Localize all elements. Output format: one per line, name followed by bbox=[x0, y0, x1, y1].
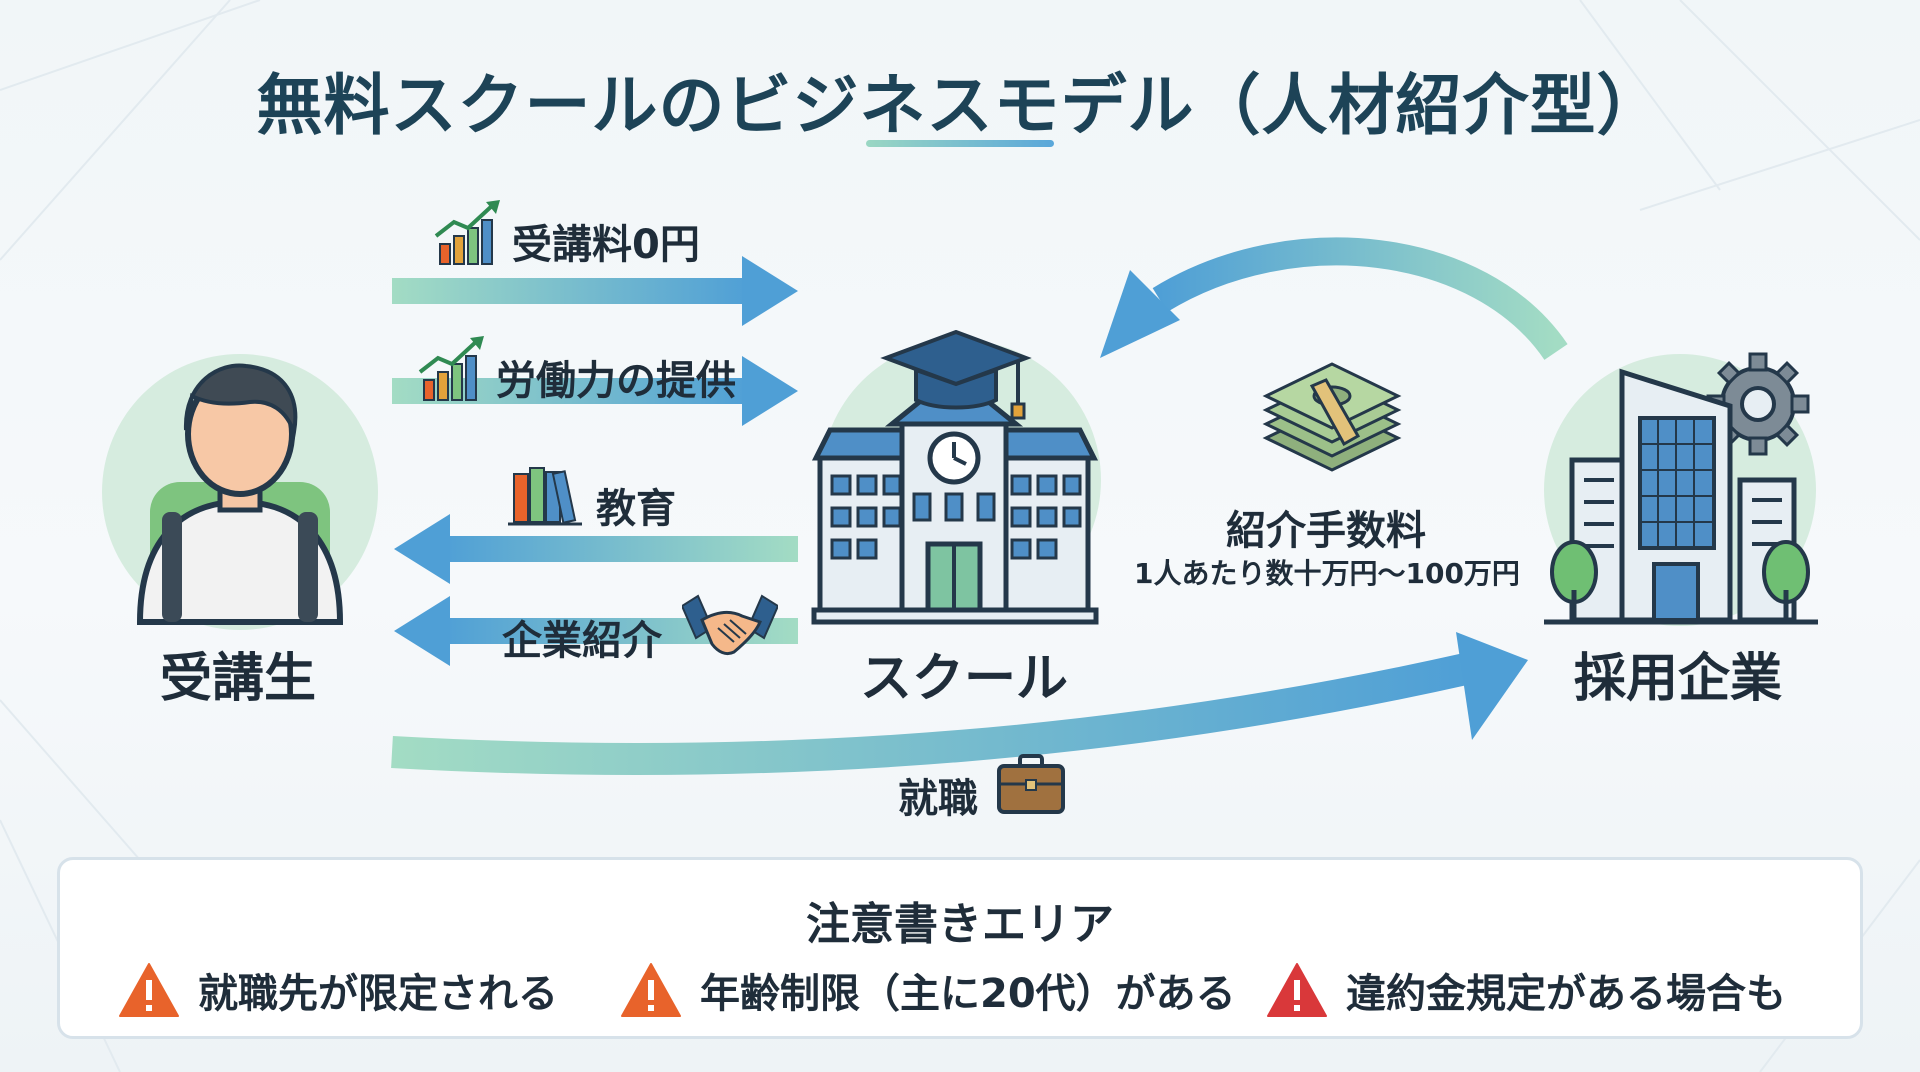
fee-arrow bbox=[1100, 237, 1568, 361]
tuition-arrow bbox=[392, 256, 798, 326]
growth-chart-icon bbox=[418, 336, 484, 401]
tuition-label: 受講料0円 bbox=[512, 222, 700, 268]
caution-text: 違約金規定がある場合も bbox=[1346, 971, 1786, 1017]
education-arrow bbox=[394, 514, 798, 584]
employment-arrow bbox=[391, 632, 1528, 776]
labor-label: 労働力の提供 bbox=[496, 358, 736, 404]
caution-title: 注意書きエリア bbox=[806, 899, 1114, 950]
caution-item: 年齢制限（主に20代）がある bbox=[620, 960, 1236, 1020]
warning-icon bbox=[119, 963, 179, 1017]
title-underline bbox=[866, 140, 1054, 147]
warning-icon bbox=[621, 963, 681, 1017]
page-title: 無料スクールのビジネスモデル（人材紹介型） bbox=[256, 67, 1664, 144]
caution-item: 違約金規定がある場合も bbox=[1266, 960, 1786, 1020]
school-building-icon bbox=[811, 330, 1101, 625]
referral-label: 企業紹介 bbox=[502, 618, 662, 664]
fee-detail: 1人あたり数十万円〜100万円 bbox=[1134, 557, 1520, 590]
growth-chart-icon bbox=[434, 200, 500, 265]
fee-title: 紹介手数料 bbox=[1226, 508, 1426, 554]
caution-text: 年齢制限（主に20代）がある bbox=[700, 971, 1236, 1017]
employment-label: 就職 bbox=[898, 776, 978, 822]
books-icon bbox=[508, 467, 582, 526]
education-label: 教育 bbox=[596, 486, 676, 532]
caution-area: 注意書きエリア 就職先が限定される 年齢制限（主に20代）がある 違約金規定があ… bbox=[57, 857, 1863, 1039]
school-label: スクール bbox=[860, 649, 1069, 709]
caution-item: 就職先が限定される bbox=[118, 960, 558, 1020]
office-building-icon bbox=[1544, 352, 1818, 626]
warning-icon bbox=[1267, 963, 1327, 1017]
company-label: 採用企業 bbox=[1574, 649, 1783, 709]
student-icon bbox=[102, 354, 378, 630]
money-stack-icon bbox=[1262, 362, 1402, 472]
caution-text: 就職先が限定される bbox=[198, 971, 558, 1017]
student-label: 受講生 bbox=[160, 649, 317, 709]
handshake-icon bbox=[682, 594, 778, 656]
briefcase-icon bbox=[997, 754, 1065, 814]
